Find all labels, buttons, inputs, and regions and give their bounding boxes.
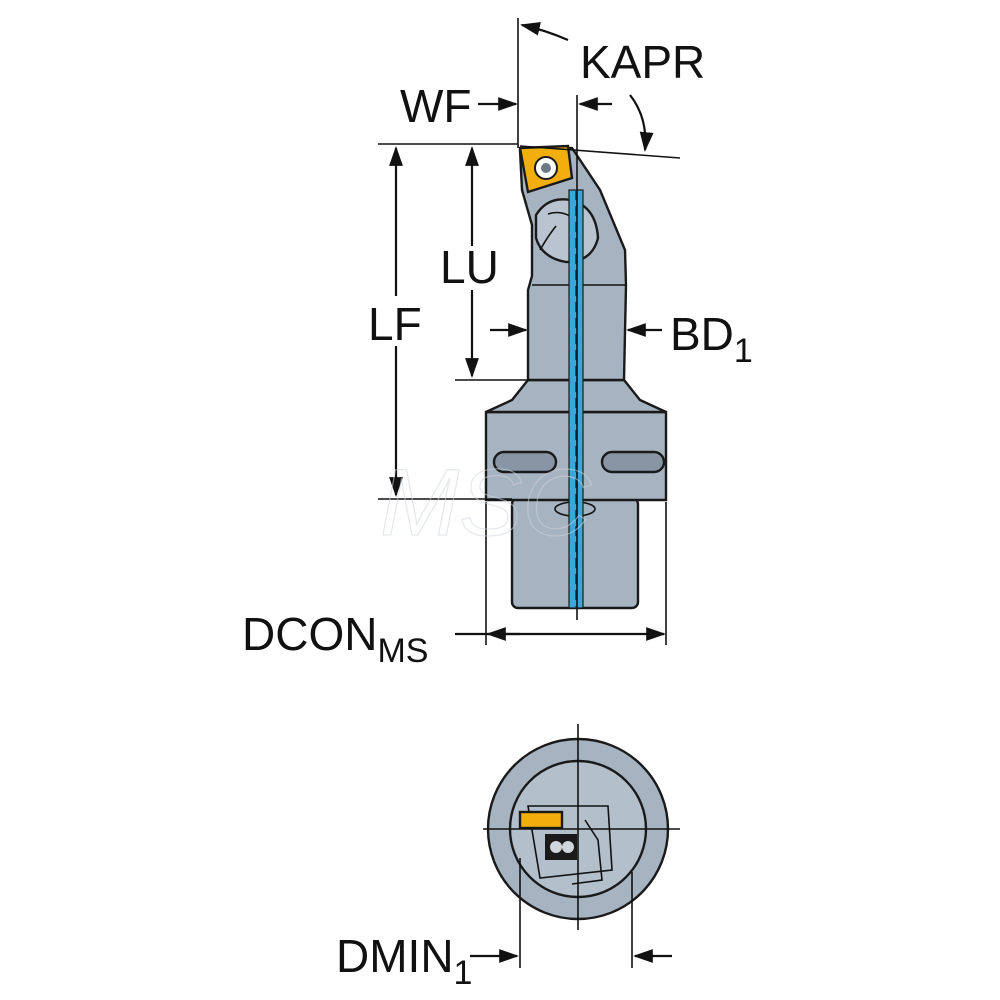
lf-label: LF [368, 298, 422, 350]
dmin-label: DMIN1 [336, 930, 472, 992]
dmin-dimension: DMIN1 [336, 858, 672, 992]
lu-label: LU [440, 241, 499, 293]
wf-label: WF [400, 80, 472, 132]
dcon-label: DCONMS [242, 608, 428, 670]
kapr-label: KAPR [580, 36, 705, 88]
dcon-dimension: DCONMS [242, 502, 667, 670]
lf-dimension: LF [368, 146, 422, 497]
tool-end-view [483, 724, 680, 930]
bd-label: BD1 [670, 308, 753, 370]
flange-slot-left [492, 450, 558, 474]
watermark: MSC [380, 450, 593, 556]
wf-dimension: WF [400, 80, 612, 132]
kapr-dimension: KAPR [517, 18, 705, 159]
tool-side-view [484, 144, 668, 610]
lu-dimension: LU [440, 146, 499, 378]
flange-slot-right [600, 450, 666, 474]
end-view-insert [518, 810, 564, 830]
cutting-insert [518, 144, 574, 194]
bd-dimension: BD1 [490, 308, 753, 370]
